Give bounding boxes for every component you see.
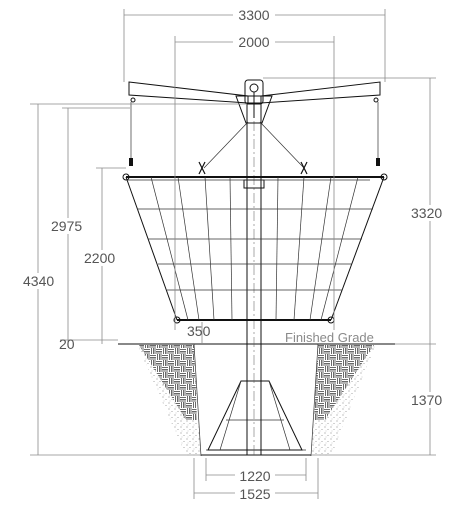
basket-bottom-end-left <box>173 316 181 324</box>
excavation-right <box>310 343 319 457</box>
footing-cage <box>207 380 303 451</box>
chain-clamp-left <box>198 161 206 175</box>
hangers <box>129 102 380 175</box>
arm-right <box>260 81 381 104</box>
dim-basket-top-height: 2200 <box>84 250 115 266</box>
basket-rim-end-right <box>380 173 388 181</box>
hook-right-arm <box>373 97 379 103</box>
basket <box>122 173 388 324</box>
head-plate <box>235 95 273 124</box>
chain-clamp-right <box>300 161 308 175</box>
footing-cage-brace-left <box>219 380 242 451</box>
arms <box>128 79 381 124</box>
arm-left <box>128 81 249 104</box>
pivot-bolt <box>249 83 259 93</box>
dim-footing-bottom-width: 1525 <box>239 486 270 502</box>
basket-ribs <box>126 176 373 321</box>
basket-side-right <box>330 176 385 321</box>
chain-left <box>203 121 249 169</box>
excavation-left <box>193 343 202 457</box>
hook-left-arm <box>130 97 136 103</box>
basket-side-left <box>125 176 178 321</box>
dim-overall-height: 4340 <box>23 273 54 289</box>
soil-right-hatch <box>314 345 374 420</box>
chain-right <box>259 121 305 169</box>
soil-left-hatch <box>139 345 197 420</box>
dim-arm-height: 2975 <box>51 218 82 234</box>
dim-grade-offset: 20 <box>59 336 75 352</box>
dim-overall-width: 3300 <box>238 7 269 23</box>
dim-footing-depth: 1370 <box>411 392 442 408</box>
dim-pivot-width: 2000 <box>238 34 269 50</box>
dim-footing-top-width: 1220 <box>239 468 270 484</box>
footing-cage-brace-right <box>268 380 291 451</box>
ground-section <box>118 343 395 457</box>
pole <box>243 102 265 456</box>
dim-bottom-clearance: 350 <box>187 323 211 339</box>
hanger-left-clip <box>129 158 133 166</box>
hanger-right-clip <box>376 158 380 166</box>
finished-grade-label: Finished Grade <box>285 330 374 345</box>
dim-pole-above-grade: 3320 <box>411 205 442 221</box>
